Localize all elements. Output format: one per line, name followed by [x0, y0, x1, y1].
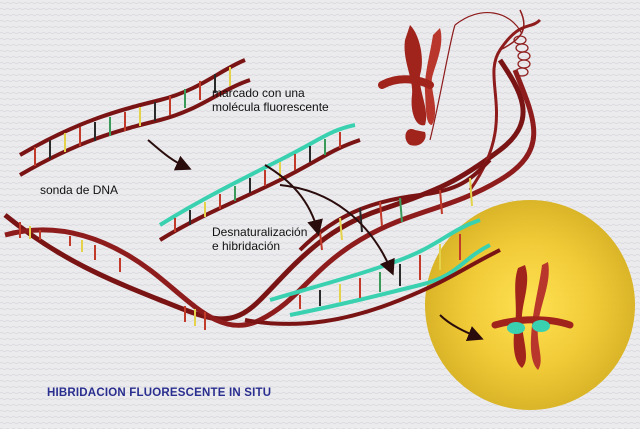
diagram-title: HIBRIDACION FLUORESCENTE IN SITU: [47, 387, 272, 399]
process-arrows: [147, 139, 484, 341]
hybridized-dna: [244, 218, 501, 326]
marked-label-line1: marcado con una: [212, 86, 305, 100]
arrow-denaturation: [264, 164, 323, 236]
denaturation-label-line1: Desnaturalización: [212, 225, 308, 239]
arrow-to-nucleus: [439, 314, 484, 341]
probe-dna: [18, 58, 251, 177]
probe-dna-label: sonda de DNA: [40, 183, 119, 197]
denaturation-label: Desnaturalización e hibridación: [212, 225, 307, 253]
helix-crossing-ticks: [319, 177, 473, 251]
coiled-loops: [429, 12, 531, 141]
genomic-dna-helix: [3, 58, 537, 330]
arrow-probe-to-label: [147, 139, 192, 171]
arrow-hybridization: [279, 184, 395, 276]
chromosome-icon: [378, 25, 442, 146]
helix-crossing-strand: [298, 158, 492, 252]
helix-upper-strand: [468, 18, 542, 191]
denaturation-label-line2: e hibridación: [212, 239, 281, 253]
marked-label-line2: molécula fluorescente: [212, 100, 329, 114]
labeled-chromosome-icon: [491, 262, 574, 370]
marked-label: marcado con una molécula fluorescente: [212, 86, 329, 114]
labeled-probe: [158, 123, 361, 242]
